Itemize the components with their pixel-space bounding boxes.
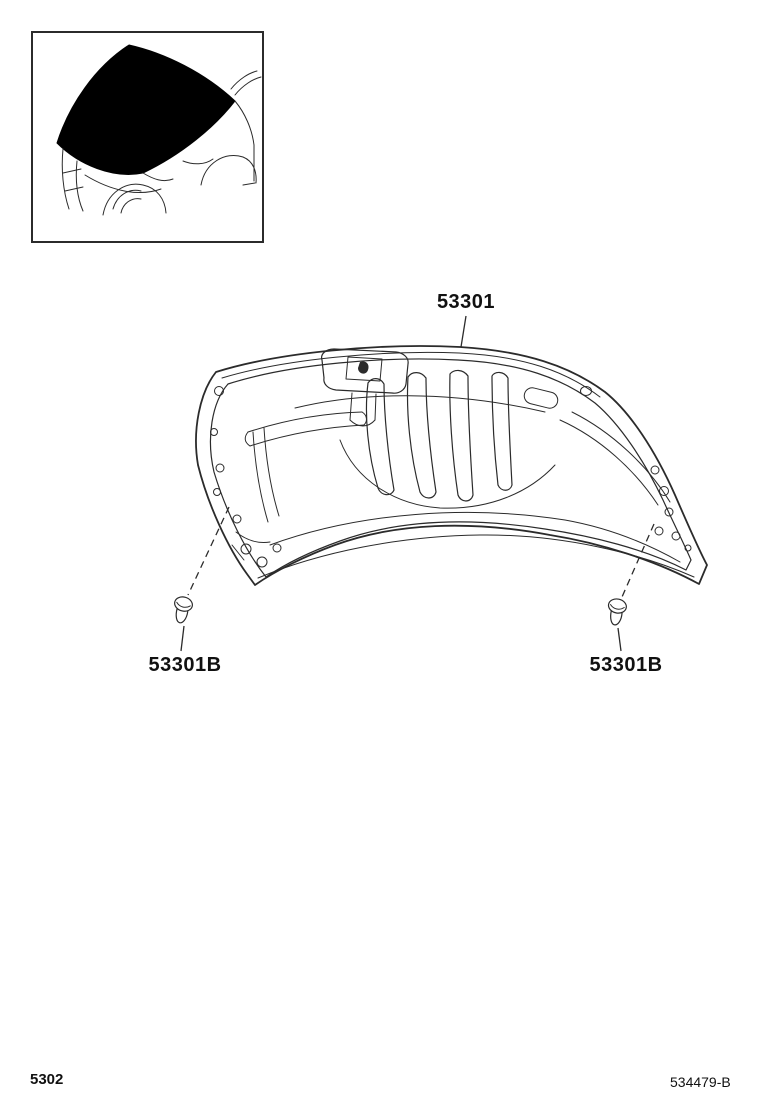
- right-cross-channel: [559, 411, 671, 506]
- plug-left-group: [174, 506, 230, 652]
- leader-dashed-right: [621, 523, 655, 598]
- latch-reinforcement: [321, 348, 409, 427]
- hood-inner-panel: [195, 345, 708, 586]
- callout-hood-part-number[interactable]: 53301: [436, 291, 496, 313]
- hood-inner-contour: [209, 358, 692, 578]
- callout-plug-left-part-number[interactable]: 53301B: [148, 654, 222, 676]
- vehicle-sketch-icon: [56, 44, 262, 216]
- drawing-code: 534479-B: [670, 1074, 731, 1090]
- callout-plug-right-part-number[interactable]: 53301B: [589, 654, 663, 676]
- vehicle-location-thumbnail: [31, 31, 264, 243]
- leader-tail-left: [180, 625, 185, 652]
- mounting-holes-right: [580, 386, 692, 552]
- mounting-holes-left: [210, 386, 242, 524]
- grommet-left-icon: [174, 596, 193, 624]
- vent-hole: [523, 387, 559, 409]
- mounting-holes-bottom-left: [240, 543, 282, 568]
- left-cross-channel: [244, 411, 367, 447]
- stiffener-ribs: [365, 369, 513, 502]
- plug-right-group: [607, 523, 655, 652]
- leader-tail-right: [617, 627, 622, 652]
- grommet-right-icon: [607, 598, 627, 626]
- leader-dashed-left: [187, 506, 230, 596]
- latch-striker: [358, 361, 369, 374]
- leader-line-hood: [460, 315, 467, 348]
- figure-number: 5302: [30, 1071, 64, 1088]
- hood-outer-contour: [195, 345, 708, 586]
